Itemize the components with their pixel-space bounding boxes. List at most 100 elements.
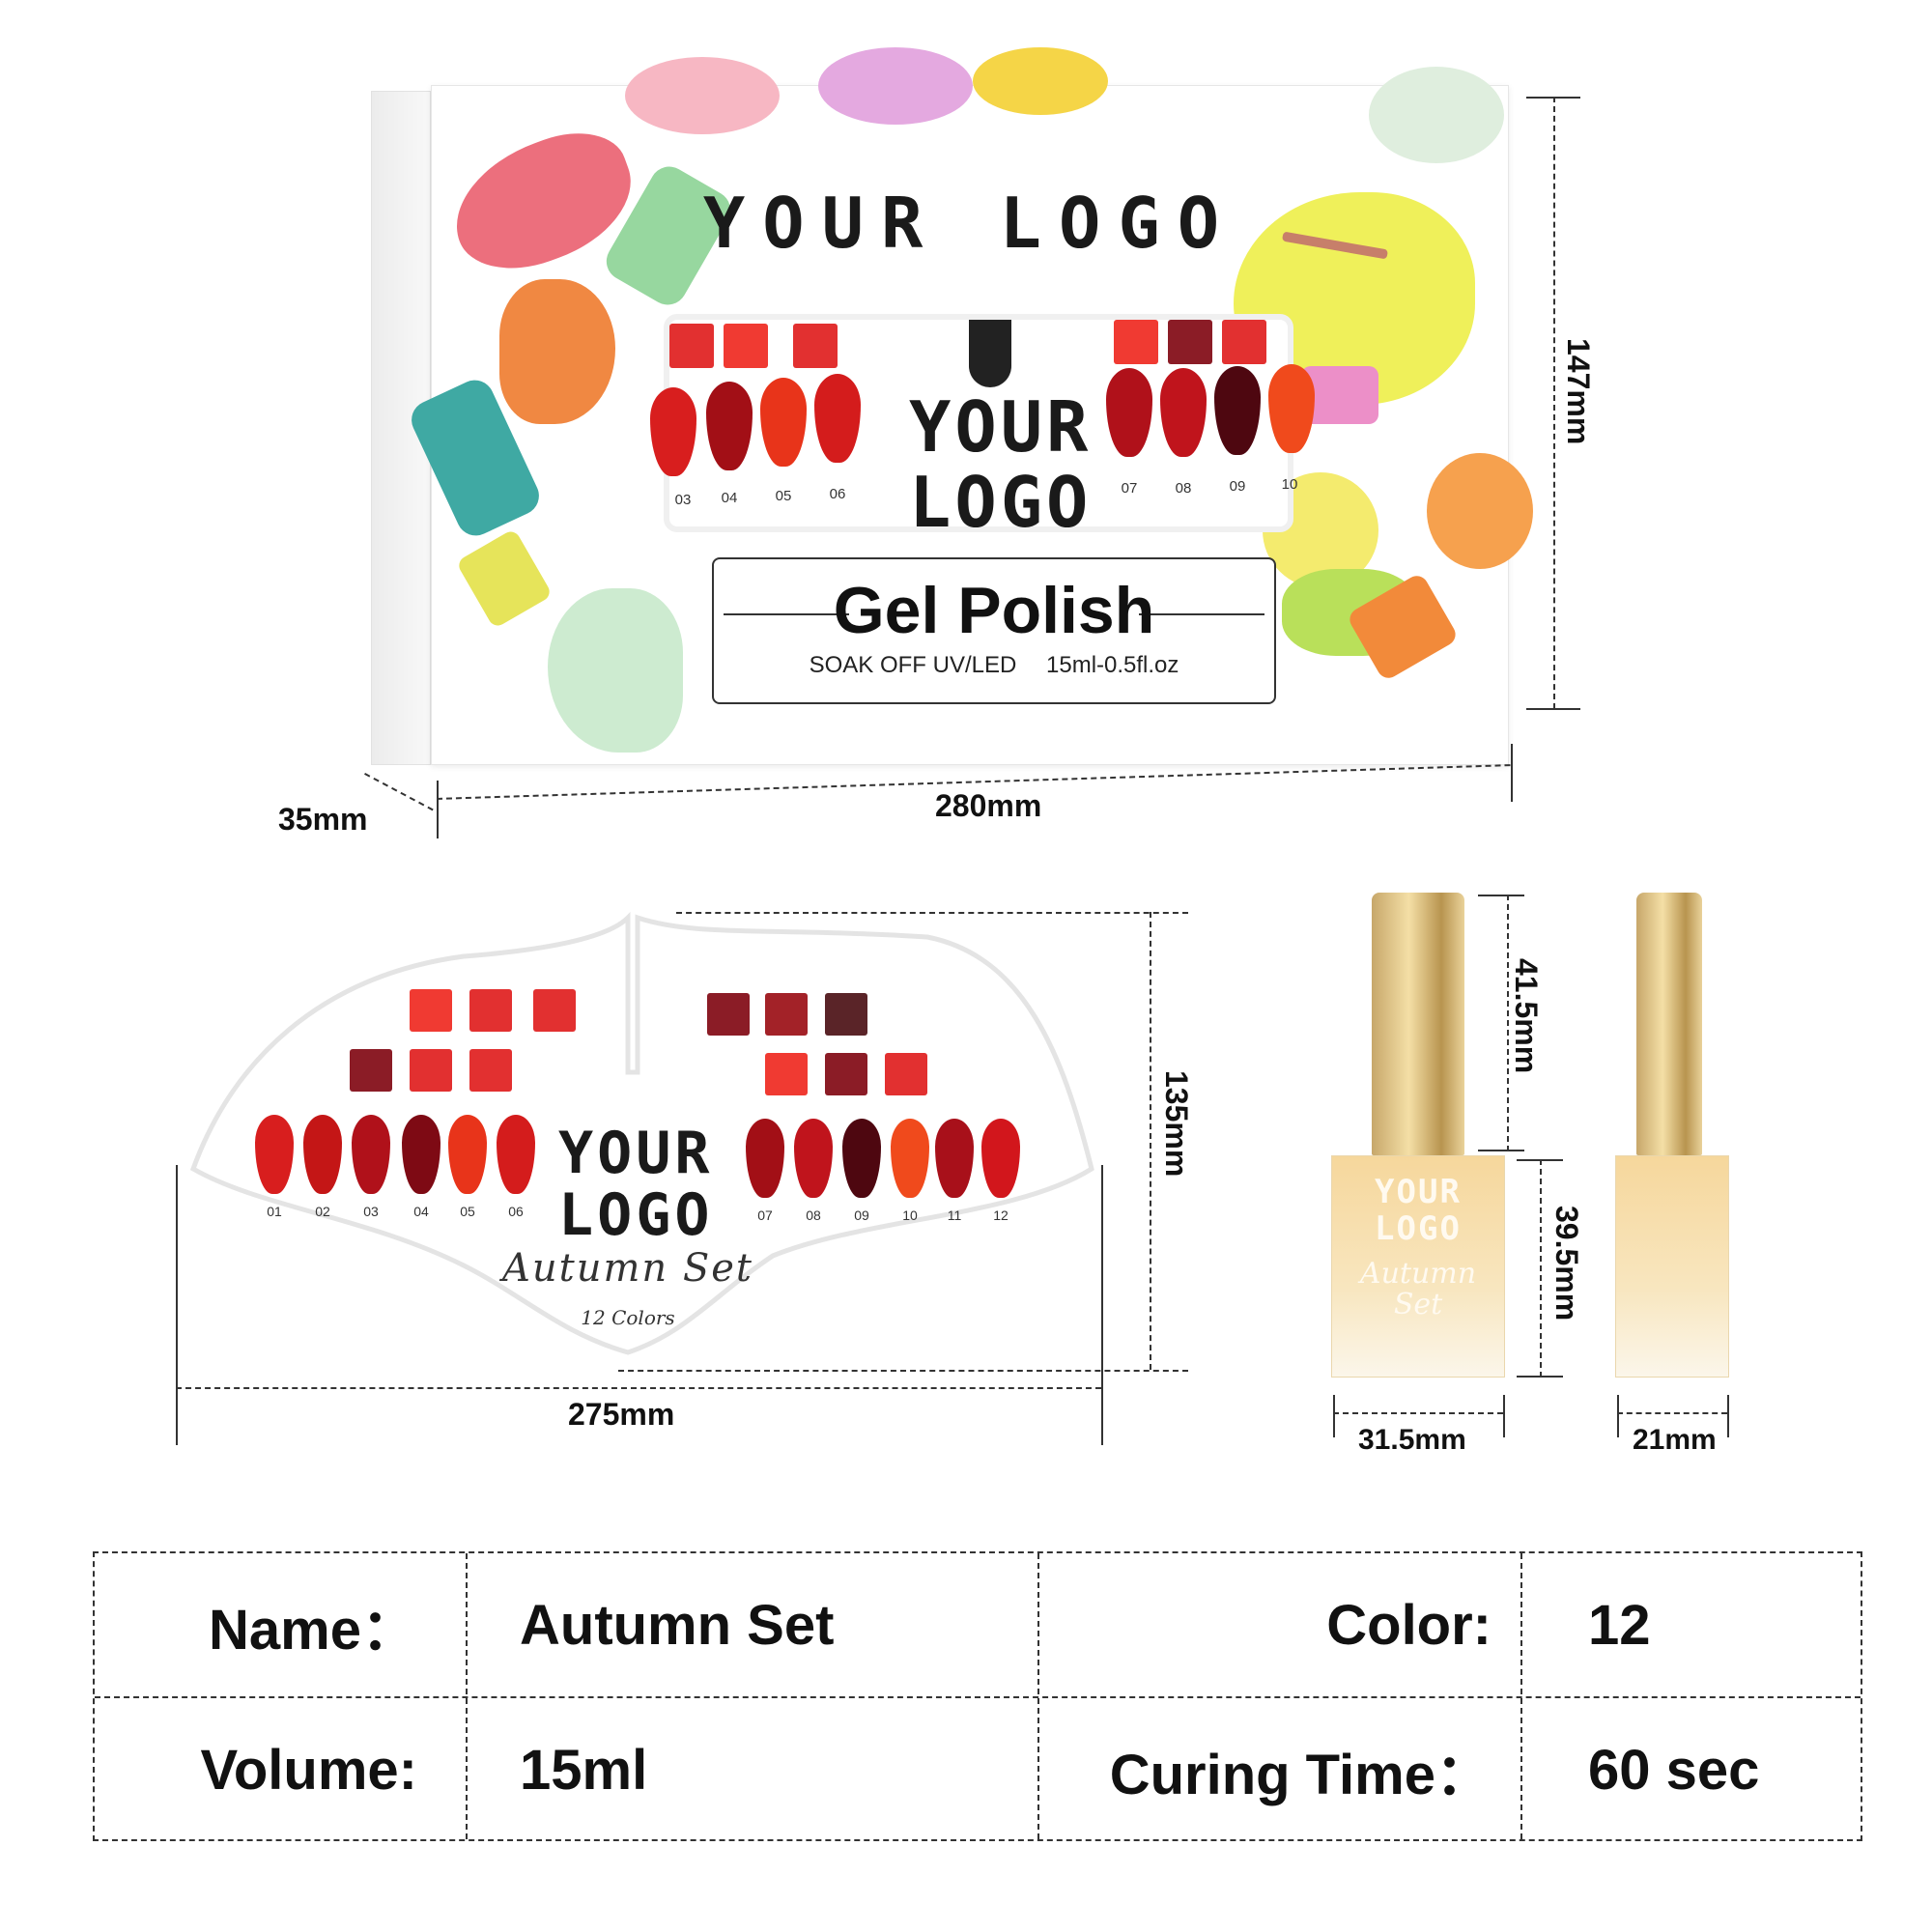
nail-tip <box>448 1115 487 1194</box>
product-label: Gel Polish SOAK OFF UV/LED 15ml-0.5fl.oz <box>712 557 1276 704</box>
color-label: Color: <box>1326 1593 1492 1657</box>
nail-number: 12 <box>993 1208 1009 1223</box>
name-value: Autumn Set <box>520 1593 835 1657</box>
gift-box: YOUR LOGO 03 04 05 06 07 08 09 10 <box>371 47 1533 765</box>
label-divider <box>724 613 849 615</box>
dim-tick <box>1478 1150 1524 1151</box>
tray-logo-line: LOGO <box>558 1181 714 1249</box>
color-swatch <box>724 324 768 368</box>
color-swatch <box>1168 320 1212 364</box>
decor-blob <box>625 57 780 134</box>
decor-blob <box>548 588 683 753</box>
nail-tip <box>1160 368 1207 457</box>
curing-time-value: 60 sec <box>1588 1738 1760 1802</box>
table-divider <box>1037 1553 1039 1839</box>
product-window: 03 04 05 06 07 08 09 10 YOUR LOGO <box>650 314 1315 540</box>
bottle-logo-line: LOGO <box>1375 1209 1462 1248</box>
nail-number: 10 <box>902 1208 918 1223</box>
dim-tick <box>1517 1159 1563 1161</box>
color-swatch <box>410 989 452 1032</box>
dim-tick <box>1503 1395 1505 1437</box>
bottle-cap <box>1372 893 1464 1155</box>
bottle-front-width-line <box>1333 1412 1503 1414</box>
bottle-set-line: Autumn <box>1359 1257 1477 1291</box>
dim-tick <box>1101 1165 1103 1445</box>
dim-tick <box>176 1165 178 1445</box>
nail-number: 01 <box>267 1204 282 1219</box>
color-swatch <box>707 993 750 1036</box>
color-swatch <box>885 1053 927 1095</box>
nail-tip <box>1214 366 1261 455</box>
bottle-logo-line: YOUR <box>1375 1173 1462 1211</box>
color-swatch <box>765 993 808 1036</box>
nail-tip <box>255 1115 294 1194</box>
nail-tip <box>650 387 696 476</box>
decor-blob <box>1369 67 1504 163</box>
bottle-logo: YOUR LOGO <box>1332 1174 1504 1247</box>
spec-table: Name： Autumn Set Color: 12 Volume: 15ml … <box>93 1551 1862 1841</box>
color-swatch <box>1114 320 1158 364</box>
nail-number: 05 <box>460 1204 475 1219</box>
nail-number: 07 <box>757 1208 773 1223</box>
tray-subtitle: 12 Colors <box>581 1306 675 1329</box>
nail-number: 03 <box>363 1204 379 1219</box>
nail-tip <box>1106 368 1152 457</box>
label-divider <box>1139 613 1264 615</box>
dim-tick <box>1333 1395 1335 1437</box>
nail-number: 05 <box>775 488 792 504</box>
nail-number: 11 <box>947 1208 962 1223</box>
nail-number: 06 <box>829 486 846 502</box>
bottle-set-line: Set <box>1393 1288 1443 1321</box>
box-depth-label: 35mm <box>278 802 368 837</box>
color-swatch <box>469 1049 512 1092</box>
nail-number: 06 <box>508 1204 524 1219</box>
window-logo-line: LOGO <box>909 462 1093 543</box>
label-subtitle: SOAK OFF UV/LED 15ml-0.5fl.oz <box>714 652 1274 679</box>
nail-tip <box>794 1119 833 1198</box>
label-title: Gel Polish <box>833 574 1155 647</box>
nail-tip <box>352 1115 390 1194</box>
bottle-set-name: Autumn Set <box>1332 1259 1504 1321</box>
box-height-line <box>1553 97 1555 709</box>
table-divider <box>466 1553 468 1839</box>
decor-blob <box>499 279 615 424</box>
nail-tip <box>706 382 753 470</box>
bottle-side-body <box>1615 1155 1729 1378</box>
nail-tip <box>842 1119 881 1198</box>
decor-blob <box>455 527 554 630</box>
tray-height-label: 135mm <box>1159 1070 1194 1178</box>
color-swatch <box>825 1053 867 1095</box>
body-height-label: 39.5mm <box>1549 1206 1584 1321</box>
bottle-front-body: YOUR LOGO Autumn Set <box>1331 1155 1505 1378</box>
dim-tick <box>1727 1395 1729 1437</box>
nail-tip <box>402 1115 440 1194</box>
bottle-side-width-line <box>1617 1412 1727 1414</box>
dim-tick <box>1526 97 1580 99</box>
nail-tip <box>935 1119 974 1198</box>
nail-number: 04 <box>721 490 738 506</box>
nail-tip <box>1268 364 1315 453</box>
nail-tip <box>746 1119 784 1198</box>
dim-tick <box>1517 1376 1563 1378</box>
nail-number: 07 <box>1121 480 1138 497</box>
bottle-side-width-label: 21mm <box>1633 1424 1717 1456</box>
box-depth-line <box>364 773 434 811</box>
tray-title: Autumn Set <box>501 1246 754 1291</box>
nail-tip <box>303 1115 342 1194</box>
window-logo: YOUR LOGO <box>909 389 1093 543</box>
tray-outline <box>189 911 1094 1355</box>
dim-tick <box>1617 1395 1619 1437</box>
color-swatch <box>410 1049 452 1092</box>
tray-width-line <box>176 1387 1101 1389</box>
nail-tip <box>760 378 807 467</box>
bottle-front-width-label: 31.5mm <box>1358 1424 1466 1456</box>
tray-bottom-line <box>618 1370 1188 1372</box>
color-swatch <box>765 1053 808 1095</box>
box-height-label: 147mm <box>1561 338 1596 445</box>
nail-number: 08 <box>1175 480 1192 497</box>
nail-tip <box>497 1115 535 1194</box>
volume-text: 15ml-0.5fl.oz <box>1046 652 1179 678</box>
color-swatch <box>1222 320 1266 364</box>
dim-tick <box>437 781 439 838</box>
tray-top-line <box>676 912 1188 914</box>
